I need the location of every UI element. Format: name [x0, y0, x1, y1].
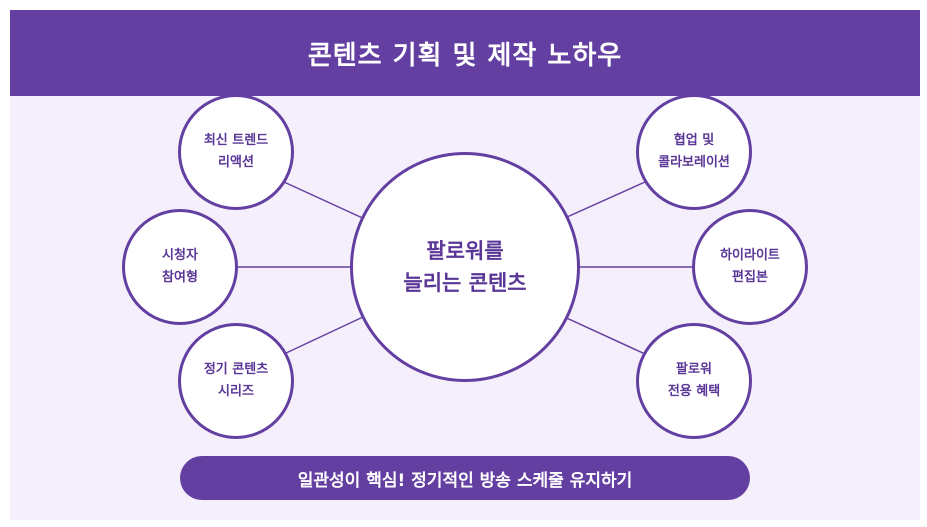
- node-trend-line2: 리액션: [218, 155, 254, 170]
- tip-banner-text: 일관성이 핵심! 정기적인 방송 스케줄 유지하기: [297, 470, 633, 491]
- node-series-line2: 시리즈: [218, 384, 254, 399]
- node-viewer-participation: 시청자 참여형: [122, 209, 238, 325]
- node-collab-line1: 협업 및: [673, 133, 715, 148]
- node-regular-series: 정기 콘텐츠 시리즈: [178, 323, 294, 439]
- node-series-line1: 정기 콘텐츠: [203, 362, 269, 377]
- node-participation-line1: 시청자: [162, 248, 198, 263]
- node-trend-line1: 최신 트렌드: [203, 133, 269, 148]
- node-collab-line2: 콜라보레이션: [658, 155, 730, 170]
- node-benefit-line2: 전용 혜택: [667, 384, 721, 399]
- page-title: 콘텐츠 기획 및 제작 노하우: [307, 40, 623, 71]
- node-highlight-line1: 하이라이트: [720, 248, 780, 263]
- node-highlight-edit: 하이라이트 편집본: [692, 209, 808, 325]
- node-participation-line2: 참여형: [162, 270, 198, 285]
- node-benefit-line1: 팔로워: [676, 362, 712, 377]
- center-node-line1: 팔로워를: [426, 239, 504, 263]
- node-highlight-line2: 편집본: [732, 270, 768, 285]
- header-bar: 콘텐츠 기획 및 제작 노하우: [10, 10, 920, 96]
- center-node-line2: 늘리는 콘텐츠: [403, 271, 527, 295]
- node-trend-reaction: 최신 트렌드 리액션: [178, 94, 294, 210]
- tip-banner: 일관성이 핵심! 정기적인 방송 스케줄 유지하기: [180, 456, 750, 500]
- node-collaboration: 협업 및 콜라보레이션: [636, 94, 752, 210]
- center-node: 팔로워를 늘리는 콘텐츠: [350, 152, 580, 382]
- node-follower-benefit: 팔로워 전용 혜택: [636, 323, 752, 439]
